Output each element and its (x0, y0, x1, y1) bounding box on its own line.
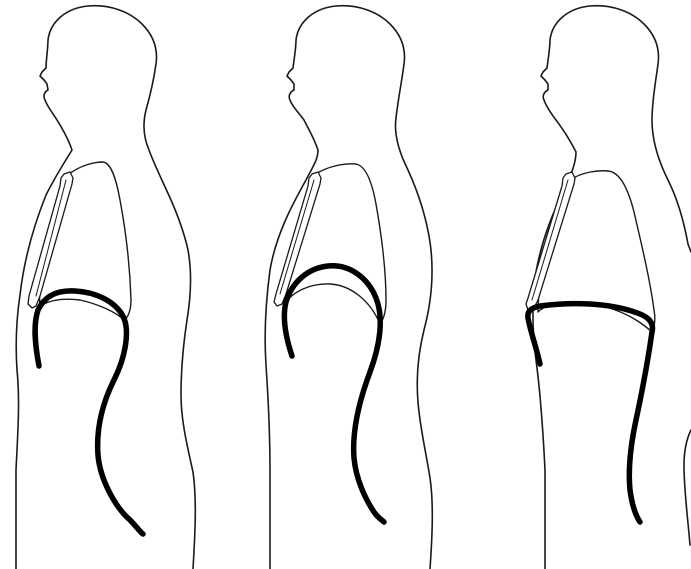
sternum-inner-left (36, 180, 66, 296)
sternum-inner-right (532, 180, 568, 300)
body-outline-right (533, 6, 691, 569)
diaphragm-right (528, 304, 653, 522)
diaphragm-middle (284, 266, 384, 522)
lung-right (538, 171, 655, 332)
figure-right (526, 6, 691, 569)
figure-middle (265, 6, 432, 569)
sternum-right (526, 172, 575, 310)
figure-left (16, 6, 195, 569)
diaphragm-left (35, 291, 143, 534)
body-outline-right-lower (684, 430, 691, 545)
